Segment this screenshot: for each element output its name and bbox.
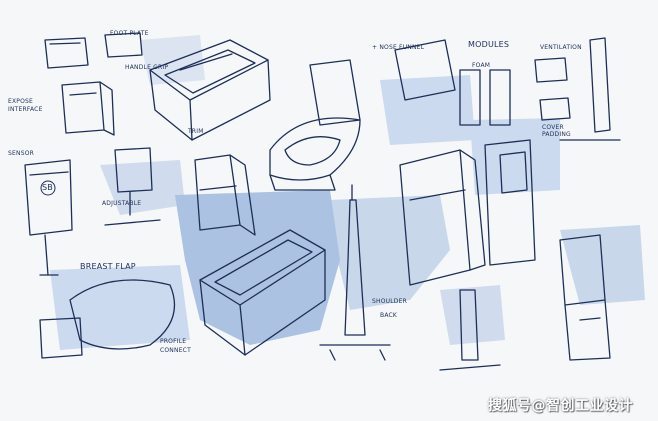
sensor-badge (40, 180, 56, 196)
annotation-shoulder: SHOULDER (372, 298, 407, 305)
annotation-breast-flap: BREAST FLAP (80, 262, 136, 271)
annotation-sensor: SENSOR (8, 150, 34, 157)
annotation-padding: PADDING (542, 131, 571, 138)
annotation-foam: FOAM (472, 62, 491, 69)
annotation-nose-funnel: + NOSE FUNNEL (372, 44, 425, 51)
bottle-sketch (344, 199, 366, 336)
blue-wash-light (50, 75, 560, 350)
annotation-foot-plate: FOOT PLATE (110, 30, 149, 37)
modules-sketch (459, 69, 481, 126)
annotation-trim: TRIM (188, 128, 204, 135)
sensor-label: SB (42, 183, 53, 192)
watermark-text: 搜狐号@智创工业设计 (488, 398, 633, 414)
sensor-unit-sketch (24, 159, 73, 236)
annotation-modules: MODULES (468, 40, 510, 49)
annotation-handle-grip: HANDLE GRIP (125, 64, 169, 71)
annotation-cover: COVER (542, 124, 564, 131)
annotation-profile: PROFILE (160, 338, 187, 345)
annotation-connect: CONNECT (160, 347, 191, 354)
stand-sketch (459, 289, 479, 361)
breast-pad-sketch (69, 279, 176, 350)
annotation-ventilation: VENTILATION (540, 44, 582, 51)
small-bin-sketch (44, 37, 89, 69)
annotation-interface: INTERFACE (8, 106, 43, 113)
seat-sketch (309, 59, 361, 126)
annotation-adjustable: ADJUSTABLE (102, 200, 142, 207)
annotation-back: BACK (380, 312, 398, 319)
annotation-expose: EXPOSE (8, 98, 34, 105)
